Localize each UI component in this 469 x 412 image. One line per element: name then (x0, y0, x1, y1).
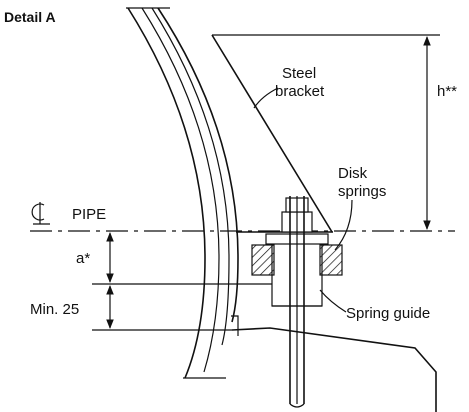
spring-assembly (251, 196, 343, 408)
pipe-wall-inner (127, 7, 206, 379)
bracket-diagonal (211, 34, 333, 233)
min-dimension (92, 285, 232, 331)
pipe-wall-line-3 (151, 7, 230, 346)
steel-bracket-label-2: bracket (275, 83, 325, 100)
pipe-label: PIPE (72, 206, 106, 223)
rod-end (289, 403, 305, 408)
a-dimension-label: a* (76, 250, 90, 267)
steel-bracket-label-1: Steel (282, 65, 316, 82)
min-dimension-label: Min. 25 (30, 301, 79, 318)
detail-title: Detail A (4, 9, 56, 25)
centerline-symbol-icon (31, 202, 50, 225)
pipe-wall-line-2 (141, 7, 220, 373)
spring-guide-leader (319, 289, 347, 313)
disk-springs-leader (334, 199, 353, 251)
spring-guide-label: Spring guide (346, 305, 430, 322)
steel-bracket-leader (253, 87, 279, 109)
disk-springs-label-2: springs (338, 183, 386, 200)
steel-bracket (211, 34, 440, 233)
disk-springs-right (319, 244, 343, 276)
disk-springs-left (251, 244, 275, 276)
a-dimension (92, 232, 272, 285)
pipe-wall (126, 7, 239, 379)
pipe-wall-outer (157, 7, 239, 323)
h-dimension-label: h** (437, 83, 457, 100)
disk-springs-label-1: Disk (338, 165, 368, 182)
base-outline (231, 327, 437, 412)
support-base (231, 327, 437, 412)
